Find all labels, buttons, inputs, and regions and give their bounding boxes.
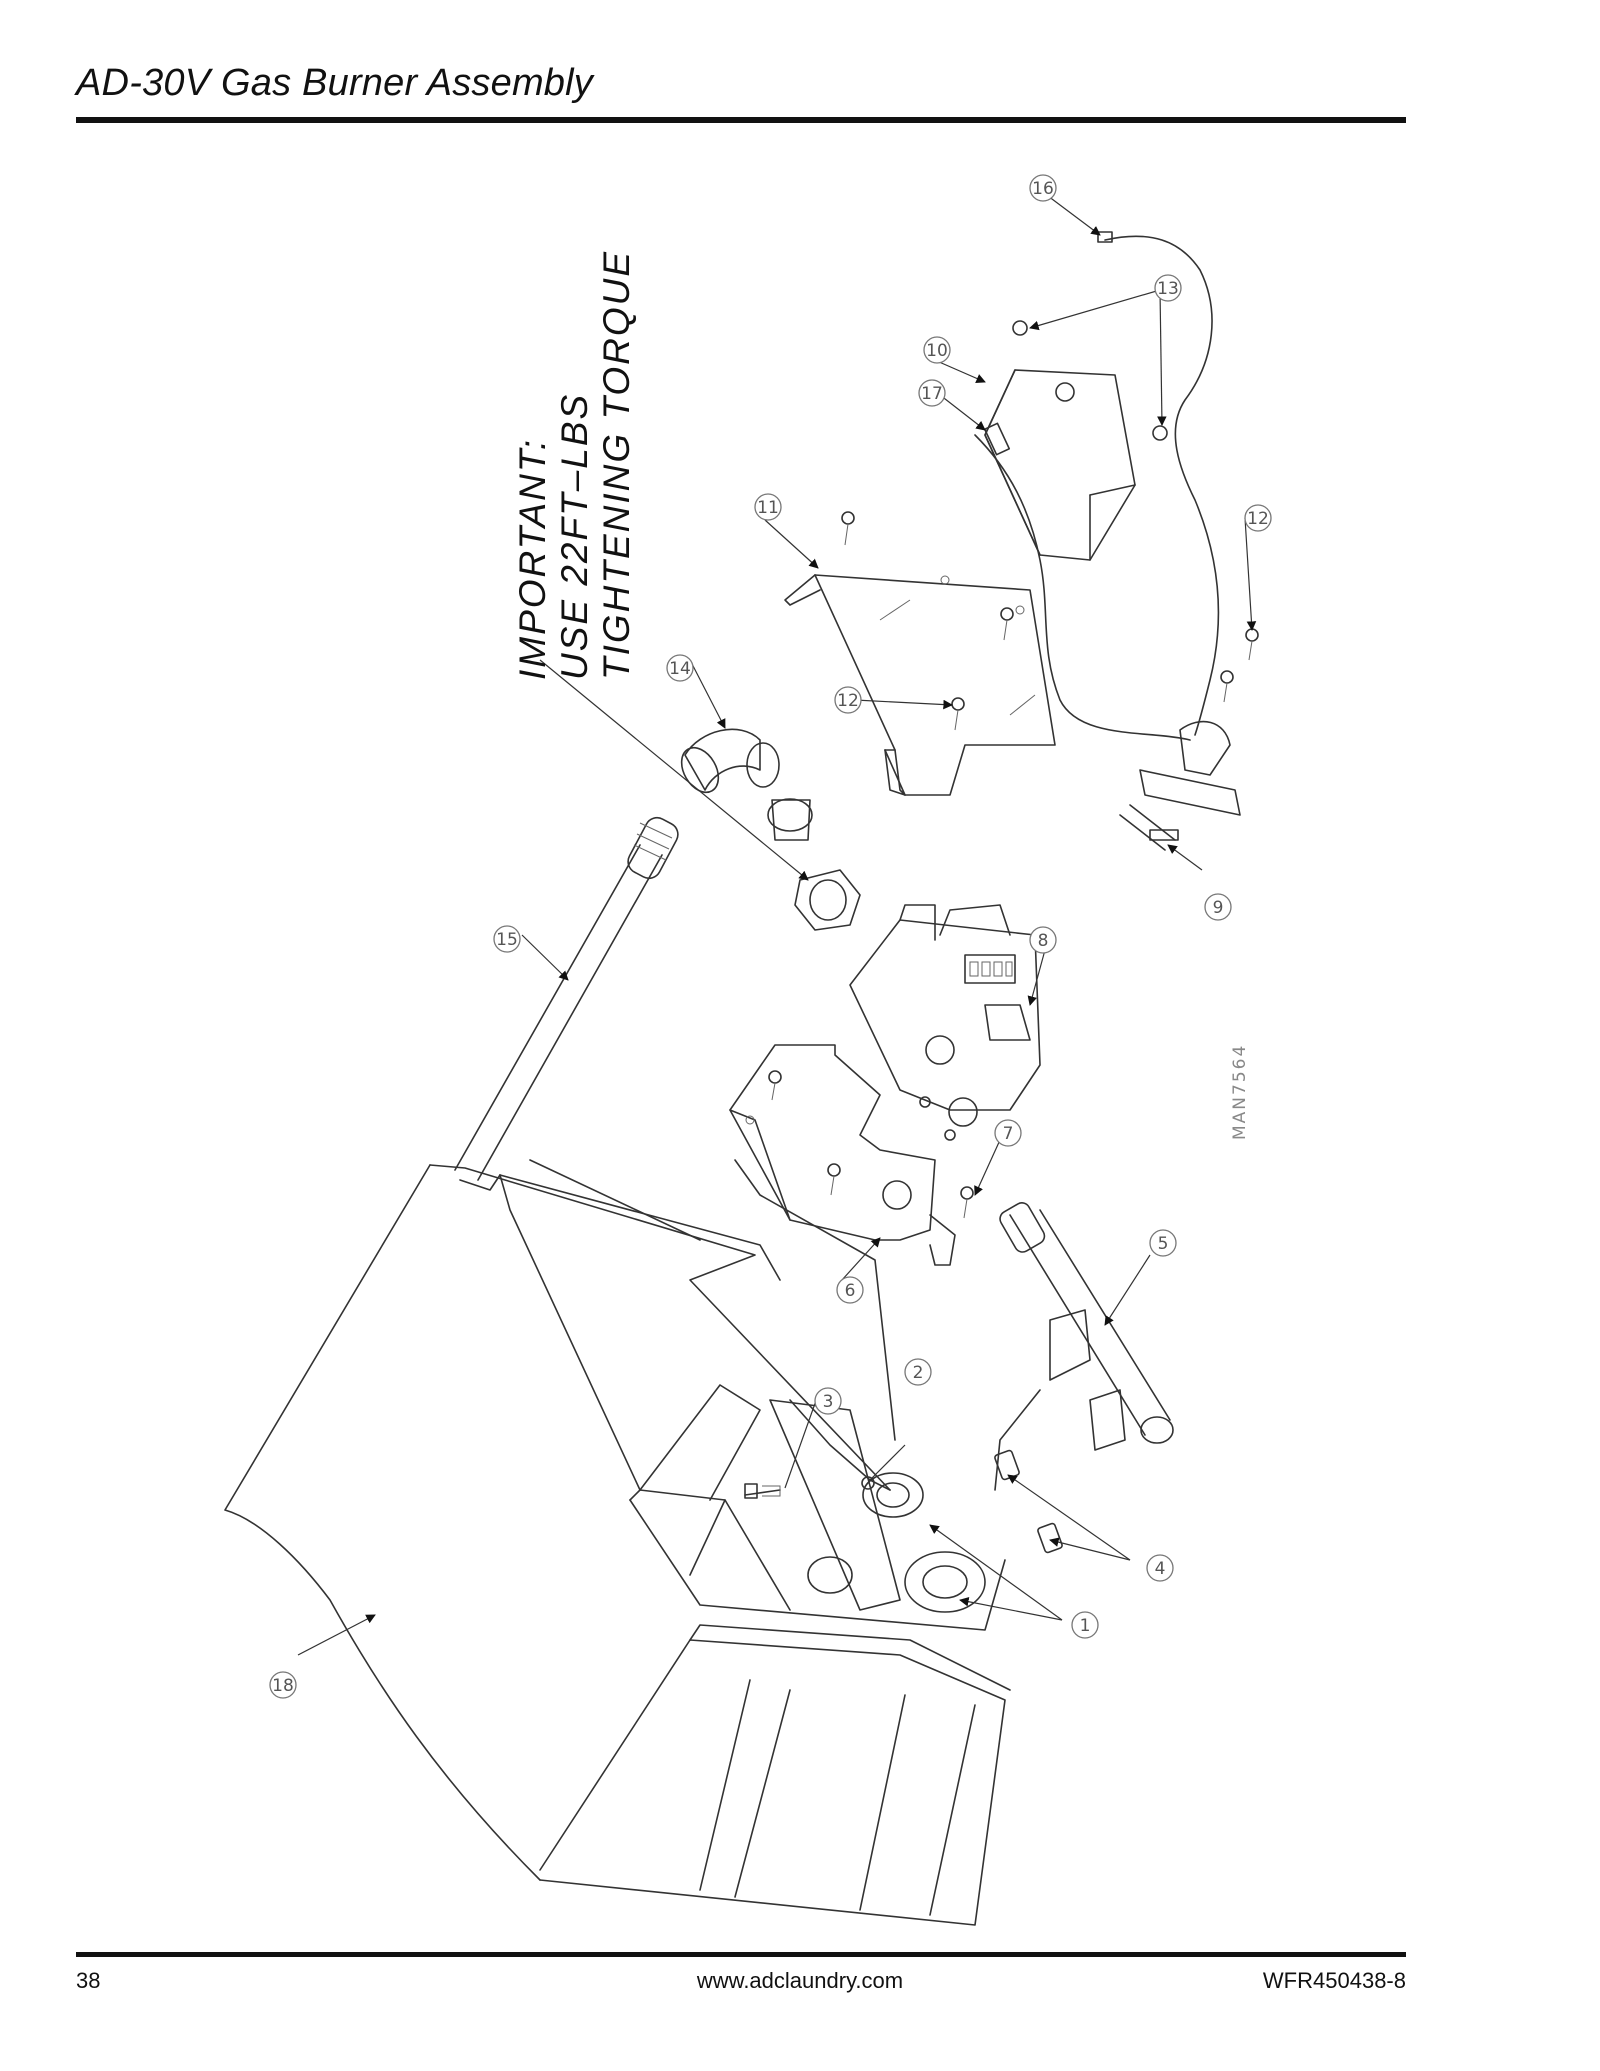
callout-1: 1 xyxy=(1071,1611,1099,1639)
elbow-fitting-part-14 xyxy=(680,728,861,931)
gas-pipe-part-15 xyxy=(454,816,679,1181)
page-number: 38 xyxy=(76,1968,101,1993)
torque-note-line-1: IMPORTANT: xyxy=(512,438,553,680)
electrode-part-9 xyxy=(1119,720,1241,851)
callout-18: 18 xyxy=(269,1671,297,1699)
torque-note-line-2: USE 22FT–LBS xyxy=(554,393,595,680)
page-title: AD-30V Gas Burner Assembly xyxy=(76,62,593,104)
svg-text:2: 2 xyxy=(913,1363,924,1383)
torque-note-line-3: TIGHTENING TORQUE xyxy=(596,250,637,680)
svg-text:7: 7 xyxy=(1003,1124,1014,1144)
screws-and-nuts xyxy=(768,320,1259,1219)
svg-text:4: 4 xyxy=(1155,1559,1166,1579)
svg-text:17: 17 xyxy=(921,384,943,404)
callout-3: 3 xyxy=(814,1387,842,1415)
svg-text:1: 1 xyxy=(1080,1616,1091,1636)
orifices-part-4 xyxy=(994,1449,1063,1554)
bracket-part-11 xyxy=(784,574,1056,796)
gaskets-and-screws-parts-1-3 xyxy=(744,1399,986,1613)
callout-6: 6 xyxy=(836,1276,864,1304)
callout-16: 16 xyxy=(1029,174,1057,202)
callout-14: 14 xyxy=(666,654,694,682)
svg-text:16: 16 xyxy=(1032,179,1054,199)
svg-text:14: 14 xyxy=(669,659,691,679)
wire-part-16 xyxy=(1097,231,1220,736)
valve-bracket-part-6 xyxy=(729,1044,956,1266)
callout-4: 4 xyxy=(1146,1554,1174,1582)
callout-11: 11 xyxy=(754,493,782,521)
callout-15: 15 xyxy=(493,925,521,953)
callout-10: 10 xyxy=(923,336,951,364)
burner-tube-part-5 xyxy=(994,1202,1174,1491)
callout-12-electrode: 12 xyxy=(1244,504,1272,532)
svg-text:18: 18 xyxy=(272,1676,294,1696)
svg-text:12: 12 xyxy=(1247,509,1269,529)
torque-note: IMPORTANT: USE 22FT–LBS TIGHTENING TORQU… xyxy=(512,250,637,680)
svg-text:5: 5 xyxy=(1158,1234,1169,1254)
svg-text:10: 10 xyxy=(926,341,948,361)
callout-12-bracket: 12 xyxy=(834,686,862,714)
ignition-module-part-10 xyxy=(974,369,1191,741)
footer-website: www.adclaundry.com xyxy=(696,1968,904,1993)
drawing-number: MAN7564 xyxy=(1230,1044,1250,1140)
callout-5: 5 xyxy=(1149,1229,1177,1257)
callout-13: 13 xyxy=(1154,274,1182,302)
callout-17: 17 xyxy=(918,379,946,407)
footer-rule xyxy=(76,1952,1406,1957)
svg-text:15: 15 xyxy=(496,930,518,950)
svg-text:11: 11 xyxy=(757,498,779,518)
svg-text:9: 9 xyxy=(1213,898,1224,918)
svg-text:8: 8 xyxy=(1038,931,1049,951)
callout-9: 9 xyxy=(1204,893,1232,921)
header-rule xyxy=(76,117,1406,123)
svg-text:12: 12 xyxy=(837,691,859,711)
document-code: WFR450438-8 xyxy=(1262,1968,1406,1993)
callout-7: 7 xyxy=(994,1119,1022,1147)
svg-text:6: 6 xyxy=(845,1281,856,1301)
callout-8: 8 xyxy=(1029,926,1057,954)
svg-text:13: 13 xyxy=(1157,279,1179,299)
gas-valve-part-8 xyxy=(849,904,1041,1141)
callout-2: 2 xyxy=(904,1358,932,1386)
svg-text:3: 3 xyxy=(823,1392,834,1412)
leader-lines xyxy=(297,189,1257,1656)
burner-housing-part-18 xyxy=(224,1159,1011,1926)
